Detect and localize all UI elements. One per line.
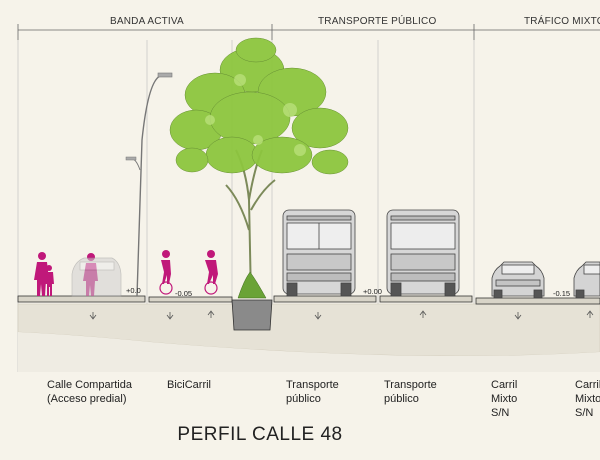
section-title-transporte-publico: TRANSPORTE PÚBLICO (318, 16, 437, 27)
lane-label-transporte-1: Transporte público (286, 379, 339, 405)
street-lamp (125, 72, 173, 297)
lane-label-calle-compartida: Calle Compartida (Acceso predial) (47, 379, 132, 405)
section-title-banda-activa: BANDA ACTIVA (110, 16, 184, 27)
tree (169, 37, 349, 299)
drawing-title: PERFIL CALLE 48 (177, 424, 343, 445)
elevation-label: -0.05 (175, 289, 193, 298)
bus-left (282, 209, 356, 297)
elevation-label: +0.0 (126, 286, 141, 295)
elevation-label: -0.15 (553, 289, 571, 298)
section-title-trafico-mixto: TRÁFICO MIXTO (524, 16, 600, 27)
drainage-arrows (89, 310, 594, 320)
cyclists (159, 250, 218, 295)
car-mixed-1 (491, 261, 545, 299)
dimension-line (17, 24, 600, 40)
pavement (17, 295, 600, 305)
bus-right (386, 209, 460, 297)
lane-label-bicicarril: BiciCarril (167, 379, 211, 391)
lane-label-carril-mixto-1: Carril Mixto S/N (491, 379, 518, 419)
elevation-label: +0.00 (363, 287, 382, 296)
tree-pit (231, 299, 273, 331)
car-mixed-2 (573, 261, 600, 299)
shared-street-car (71, 257, 122, 297)
lane-label-transporte-2: Transporte público (384, 379, 437, 405)
lane-label-carril-mixto-2: Carril Mixto S/N (575, 379, 600, 419)
subgrade-layer-2 (18, 332, 600, 372)
